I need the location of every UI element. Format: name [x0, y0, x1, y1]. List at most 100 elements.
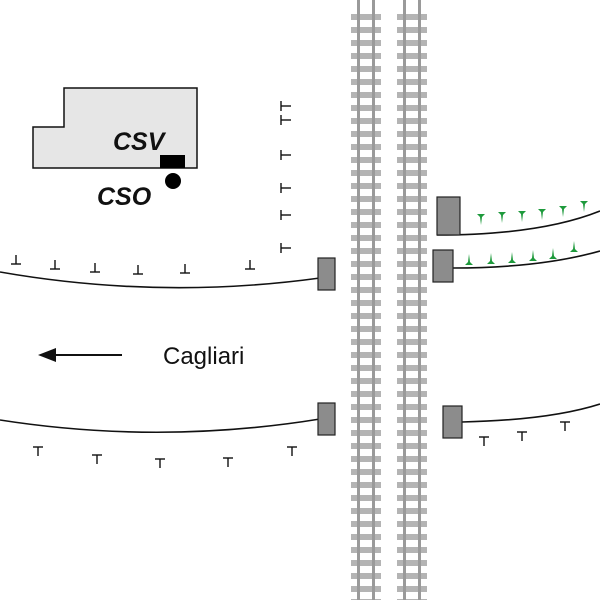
sleeper: [397, 196, 427, 202]
sleeper: [351, 391, 381, 397]
sleeper: [397, 40, 427, 46]
sleeper: [397, 131, 427, 137]
signals: [11, 101, 588, 468]
buffer-top-left: [317, 257, 336, 291]
rail: [418, 0, 421, 600]
sleeper: [351, 378, 381, 384]
green-signal-icon: [487, 253, 495, 264]
sleeper: [397, 443, 427, 449]
signal-icon: [155, 458, 165, 468]
sleeper: [397, 365, 427, 371]
green-signal-icon: [538, 209, 546, 220]
rail: [357, 0, 360, 600]
signal-icon: [280, 115, 291, 125]
siding-right-1: [436, 210, 600, 236]
buffer-right-2: [432, 249, 454, 283]
sleeper: [397, 157, 427, 163]
signal-icon: [517, 431, 527, 441]
sleeper: [397, 586, 427, 592]
sleeper: [351, 131, 381, 137]
sleeper: [397, 534, 427, 540]
csv-marker: [160, 155, 185, 168]
csv-label: CSV: [113, 128, 167, 156]
sleeper: [397, 495, 427, 501]
station-building: [32, 87, 198, 169]
sleeper: [351, 365, 381, 371]
sleeper: [351, 196, 381, 202]
sleeper: [351, 248, 381, 254]
sleeper: [397, 417, 427, 423]
signal-icon: [479, 436, 489, 446]
signal-icon: [92, 454, 102, 464]
signal-icon: [280, 101, 291, 111]
sleeper: [351, 482, 381, 488]
sleeper: [397, 248, 427, 254]
sleeper: [397, 53, 427, 59]
signal-icon: [287, 446, 297, 456]
sleeper: [351, 287, 381, 293]
green-signal-icon: [570, 241, 578, 252]
buffer-right-3: [442, 405, 463, 439]
signal-icon: [280, 183, 291, 193]
signal-icon: [133, 265, 143, 275]
green-signal-icon: [549, 248, 557, 259]
sleeper: [397, 521, 427, 527]
sleeper: [351, 508, 381, 514]
sleeper: [397, 404, 427, 410]
sleeper: [397, 508, 427, 514]
sleeper: [351, 274, 381, 280]
sleeper: [351, 14, 381, 20]
direction-label: Cagliari: [163, 343, 244, 370]
sleeper: [351, 495, 381, 501]
buffer-bottom-left: [317, 402, 336, 436]
sleeper: [351, 469, 381, 475]
sleeper: [351, 92, 381, 98]
sleeper: [397, 560, 427, 566]
sleeper: [397, 79, 427, 85]
signal-icon: [11, 255, 21, 265]
sleeper: [397, 235, 427, 241]
sleeper: [397, 430, 427, 436]
sleeper: [351, 352, 381, 358]
sleeper: [397, 144, 427, 150]
sleeper: [397, 378, 427, 384]
green-signal-icon: [518, 211, 526, 222]
signal-icon: [180, 264, 190, 274]
sleeper: [351, 170, 381, 176]
green-signal-icon: [529, 250, 537, 261]
main-tracks: [351, 0, 427, 600]
siding-right-3: [461, 403, 600, 423]
sleeper: [397, 391, 427, 397]
sleeper: [351, 339, 381, 345]
buffer-right-1: [436, 196, 461, 236]
green-signal-icon: [508, 252, 516, 263]
signal-icon: [245, 260, 255, 270]
track-2: [397, 0, 427, 600]
sleeper: [351, 53, 381, 59]
green-signal-icon: [580, 201, 588, 212]
sleeper: [351, 40, 381, 46]
sleeper: [351, 586, 381, 592]
sleeper: [397, 313, 427, 319]
green-signal-icon: [559, 206, 567, 217]
sleeper: [397, 573, 427, 579]
sleeper: [351, 534, 381, 540]
siding-bottom-left: [0, 418, 321, 434]
signal-icon: [280, 150, 291, 160]
signal-icon: [50, 260, 60, 270]
sleeper: [351, 105, 381, 111]
sleeper: [397, 118, 427, 124]
sleeper: [397, 183, 427, 189]
sleeper: [397, 339, 427, 345]
sleeper: [351, 430, 381, 436]
sleeper: [397, 326, 427, 332]
sleeper: [351, 443, 381, 449]
cso-label: CSO: [97, 183, 152, 211]
sleeper: [397, 261, 427, 267]
sleeper: [397, 469, 427, 475]
sleeper: [351, 222, 381, 228]
sleeper: [351, 79, 381, 85]
sleeper: [351, 183, 381, 189]
sleeper: [351, 456, 381, 462]
